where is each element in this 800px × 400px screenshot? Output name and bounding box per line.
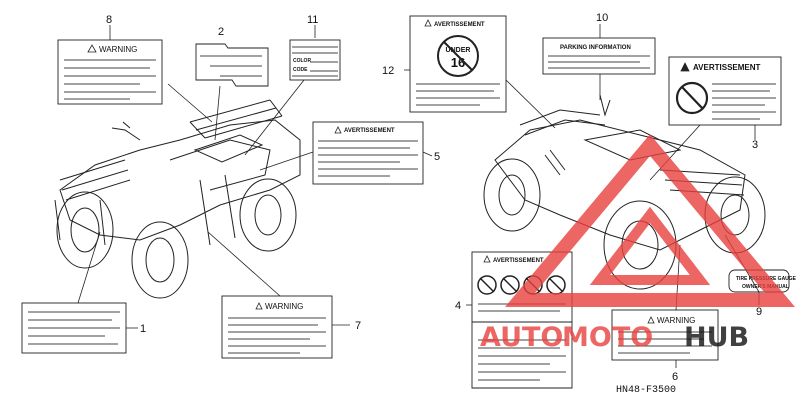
callout-6: 6	[672, 371, 678, 383]
atv-left-sketch	[54, 99, 301, 299]
watermark-moto: MOTO	[562, 322, 653, 353]
label-6-warning: WARNING	[611, 309, 719, 361]
watermark-logo: AUTO MOTO HUB	[480, 134, 796, 353]
label-2-tag	[195, 43, 269, 87]
label-8-warning: WARNING	[57, 39, 163, 105]
callout-4: 4	[455, 300, 461, 312]
label-12-under16: AVERTISSEMENT UNDER 16	[409, 15, 507, 113]
label-11-color: COLOR	[293, 58, 311, 64]
watermark-hub: HUB	[684, 322, 749, 353]
label-7-heading: WARNING	[265, 302, 303, 311]
label-12-heading: AVERTISSEMENT	[434, 22, 485, 28]
label-10-parking: PARKING INFORMATION	[542, 37, 656, 75]
callout-numbers: 8 2 11 5 1 7 12 10 3 9 4 6	[106, 12, 762, 383]
callout-2: 2	[218, 26, 224, 38]
diagram-code: HN48-F3500	[616, 385, 676, 396]
callout-7: 7	[355, 320, 361, 332]
label-6-heading: WARNING	[657, 316, 695, 325]
label-1-plain	[21, 302, 127, 354]
callout-1: 1	[140, 323, 146, 335]
label-5-avertissement: AVERTISSEMENT	[312, 121, 424, 185]
callout-11: 11	[307, 14, 318, 26]
label-11-code: CODE	[293, 67, 308, 73]
label-3-heading: AVERTISSEMENT	[693, 63, 761, 72]
callout-12: 12	[382, 65, 394, 77]
leader-lines	[77, 24, 760, 368]
label-12-under: UNDER	[446, 47, 471, 54]
label-7-warning: WARNING	[221, 295, 333, 359]
callout-9: 9	[756, 306, 762, 318]
callout-3: 3	[752, 139, 758, 151]
callout-10: 10	[596, 12, 608, 24]
label-3-avertissement: AVERTISSEMENT	[668, 56, 782, 126]
label-10-heading: PARKING INFORMATION	[560, 45, 631, 51]
label-11-color-code: COLOR CODE	[289, 39, 341, 81]
watermark-auto: AUTO	[480, 322, 563, 353]
label-5-heading: AVERTISSEMENT	[344, 128, 395, 134]
callout-8: 8	[106, 14, 112, 26]
callout-5: 5	[434, 151, 440, 163]
label-4-avertissement: AVERTISSEMENT	[471, 251, 573, 389]
label-8-heading: WARNING	[99, 45, 137, 54]
label-4-heading: AVERTISSEMENT	[493, 258, 544, 264]
